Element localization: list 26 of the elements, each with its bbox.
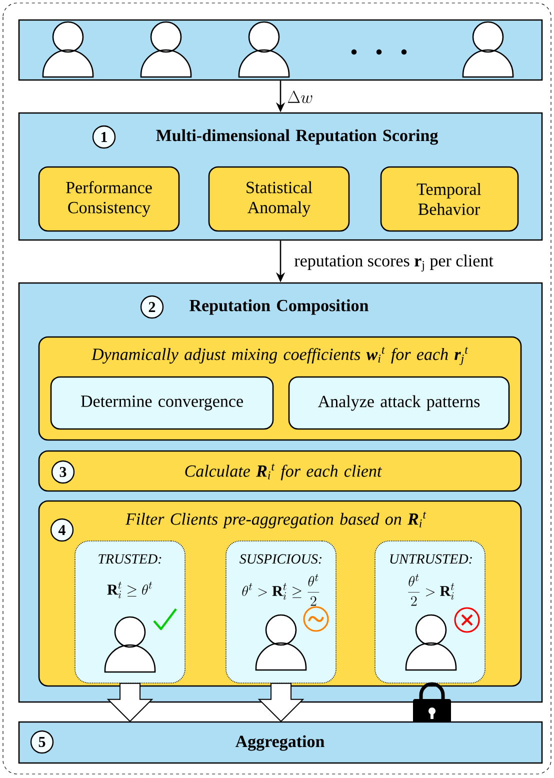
condition-formula: $\theta^t > \mathbf{R}_i^t \geq \frac{\theta^t}{2}$: [242, 574, 320, 606]
step-number: 3: [51, 460, 75, 484]
box-label: Statistical Anomaly: [246, 181, 312, 217]
block-arrow: [106, 682, 154, 722]
step-number: 4: [50, 518, 74, 542]
step-text: Filter Clients pre-aggregation based on R$_{i}$t: [125, 512, 426, 528]
step-number: 5: [30, 730, 54, 754]
step-text: Calculate R$_{i}$$^{t}$ for each client: [185, 464, 382, 480]
edge-label: reputation scores r$_{j}$ per client: [294, 254, 494, 272]
box-label: Performance Consistency: [66, 181, 152, 217]
edge-label: $\Delta w$: [288, 90, 312, 104]
step-number: 2: [140, 295, 164, 319]
block-arrow: [258, 682, 304, 722]
step-text: Dynamically adjust mixing coefficients w$_{i}$$^{t}$ for each r$_{j}$t: [91, 346, 468, 366]
tier-label: UNTRUSTED:: [390, 554, 472, 564]
panel-title: Multi-dimensional Reputation Scoring: [156, 129, 438, 145]
tier-label: TRUSTED:: [98, 554, 162, 564]
step-number: 1: [92, 125, 116, 149]
panel-title: Aggregation: [235, 735, 324, 751]
condition-formula: $\frac{\theta^t}{2} > \mathbf{R}_i^t$: [408, 574, 454, 606]
condition-formula: $\mathbf{R}_i^t \geq \theta^t$: [107, 582, 152, 598]
box-label: Temporal Behavior: [416, 183, 482, 215]
box-label: Analyze attack patterns: [318, 395, 480, 411]
box-label: Determine convergence: [81, 396, 243, 410]
tier-label: SUSPICIOUS:: [240, 554, 322, 564]
panel-title: Reputation Composition: [190, 299, 368, 315]
